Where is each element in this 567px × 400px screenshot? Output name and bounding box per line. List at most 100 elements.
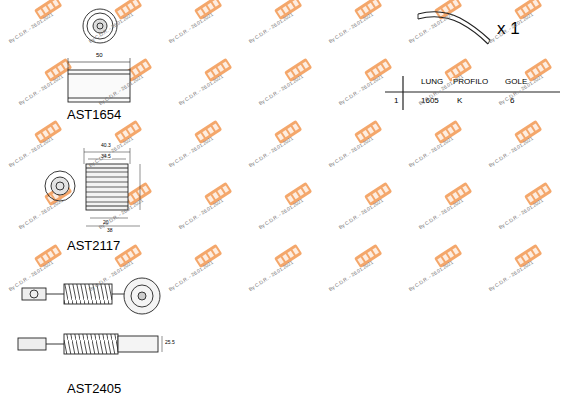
logo-letter — [517, 9, 524, 16]
watermark-text: By C.D.R. - 26.01.2021 — [328, 12, 374, 44]
logo-letter — [212, 192, 219, 199]
watermark-text: By C.D.R. - 26.01.2021 — [248, 12, 294, 44]
watermark-text: By C.D.R. - 26.01.2021 — [88, 260, 134, 292]
watermark-text: By C.D.R. - 26.01.2021 — [408, 136, 454, 168]
watermark-text: By C.D.R. - 26.01.2021 — [98, 198, 144, 230]
logo-letter — [207, 71, 214, 78]
logo-letter — [212, 247, 219, 254]
watermark-text: By C.D.R. - 26.01.2021 — [328, 136, 374, 168]
logo-letter — [197, 257, 204, 264]
logo-letter — [207, 3, 214, 10]
logo-letter — [452, 0, 459, 7]
logo-letter — [222, 185, 229, 192]
logo-letter — [532, 68, 539, 75]
logo-letter — [127, 3, 134, 10]
logo-letter — [287, 127, 294, 134]
dimension-label: 40.3 — [100, 143, 112, 148]
logo-letter — [527, 195, 534, 202]
watermark-text: By C.D.R. - 26.01.2021 — [258, 198, 304, 230]
watermark-text: By C.D.R. - 26.01.2021 — [98, 74, 144, 106]
watermark-text: By C.D.R. - 26.01.2021 — [8, 12, 54, 44]
logo-letter — [302, 185, 309, 192]
watermark-text: By C.D.R. - 26.01.2021 — [248, 136, 294, 168]
logo-letter — [132, 192, 139, 199]
logo-letter — [367, 195, 374, 202]
logo-letter — [47, 71, 54, 78]
logo-letter — [437, 133, 444, 140]
logo-letter — [127, 127, 134, 134]
logo-letter — [207, 127, 214, 134]
logo-letter — [372, 247, 379, 254]
watermark-text: By C.D.R. - 26.01.2021 — [88, 12, 134, 44]
watermark-text: By C.D.R. - 26.01.2021 — [488, 12, 534, 44]
watermark-text: By C.D.R. - 26.01.2021 — [168, 12, 214, 44]
logo-letter — [212, 68, 219, 75]
logo-letter — [142, 185, 149, 192]
logo-letter — [37, 257, 44, 264]
watermark-text: By C.D.R. - 26.01.2021 — [338, 74, 384, 106]
logo-letter — [377, 189, 384, 196]
logo-letter — [197, 133, 204, 140]
logo-letter — [132, 247, 139, 254]
logo-letter — [462, 185, 469, 192]
logo-letter — [532, 0, 539, 7]
logo-letter — [292, 123, 299, 130]
logo-letter — [42, 254, 49, 261]
logo-letter — [302, 61, 309, 68]
watermark-text: By C.D.R. - 26.01.2021 — [178, 74, 224, 106]
logo-letter — [362, 6, 369, 13]
logo-letter — [132, 0, 139, 7]
part-number: AST2405 — [66, 382, 122, 395]
logo-letter — [447, 127, 454, 134]
idler-pulley-side — [68, 58, 130, 102]
logo-letter — [197, 9, 204, 16]
logo-letter — [382, 185, 389, 192]
logo-letter — [117, 9, 124, 16]
logo-letter — [37, 133, 44, 140]
logo-letter — [212, 123, 219, 130]
watermark-text: By C.D.R. - 26.01.2021 — [18, 198, 64, 230]
logo-letter — [122, 254, 129, 261]
logo-letter — [222, 61, 229, 68]
logo-letter — [42, 130, 49, 137]
logo-letter — [282, 6, 289, 13]
logo-letter — [367, 3, 374, 10]
logo-letter — [532, 247, 539, 254]
dimension-label: 38 — [106, 228, 114, 233]
logo-letter — [132, 123, 139, 130]
logo-letter — [52, 123, 59, 130]
logo-letter — [542, 185, 549, 192]
watermark-text: By C.D.R. - 26.01.2021 — [338, 198, 384, 230]
logo-letter — [357, 133, 364, 140]
logo-letter — [357, 9, 364, 16]
logo-letter — [522, 130, 529, 137]
logo-letter — [122, 130, 129, 137]
logo-letter — [277, 257, 284, 264]
logo-letter — [377, 65, 384, 72]
logo-letter — [202, 6, 209, 13]
logo-letter — [447, 195, 454, 202]
logo-letter — [357, 257, 364, 264]
logo-letter — [202, 130, 209, 137]
logo-letter — [462, 61, 469, 68]
logo-letter — [542, 61, 549, 68]
watermark-text: By C.D.R. - 26.01.2021 — [498, 198, 544, 230]
logo-letter — [282, 130, 289, 137]
logo-letter — [127, 251, 134, 258]
logo-letter — [367, 127, 374, 134]
logo-letter — [457, 65, 464, 72]
logo-letter — [437, 257, 444, 264]
logo-letter — [527, 3, 534, 10]
logo-letter — [537, 65, 544, 72]
logo-letter — [142, 61, 149, 68]
part-number: AST1654 — [66, 108, 122, 121]
logo-letter — [292, 68, 299, 75]
watermark-text: By C.D.R. - 26.01.2021 — [168, 136, 214, 168]
logo-letter — [527, 127, 534, 134]
watermark-text: By C.D.R. - 26.01.2021 — [328, 260, 374, 292]
logo-letter — [292, 192, 299, 199]
logo-letter — [457, 189, 464, 196]
logo-letter — [207, 251, 214, 258]
